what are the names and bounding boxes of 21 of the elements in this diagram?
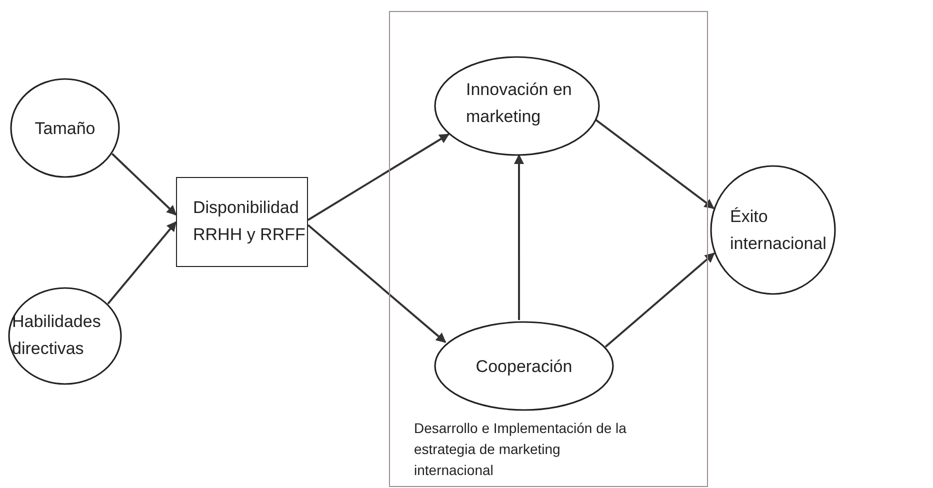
arrow [514,154,524,320]
arrow [307,133,450,221]
node-label: Tamaño [34,118,96,140]
process-box [176,177,308,267]
oval-node [434,56,600,156]
frame-caption: Desarrollo e Implementación de la estrategia de marketing internacional [414,419,628,480]
arrow [594,118,714,210]
node-label: Habilidades directivas [12,311,102,360]
oval-node [8,287,122,385]
oval-node [10,78,120,178]
node-label: Cooperación [474,356,574,378]
arrow [307,224,446,343]
arrow [107,221,177,304]
node-label: Innovación en marketing [466,79,573,128]
oval-node [710,165,836,295]
arrow [604,252,715,348]
oval-node [434,321,614,411]
node-label: Disponibilidad RRHH y RRFF [193,197,306,246]
node-label: Éxito internacional [730,206,828,255]
arrow [111,153,177,216]
group-frame [389,11,708,487]
